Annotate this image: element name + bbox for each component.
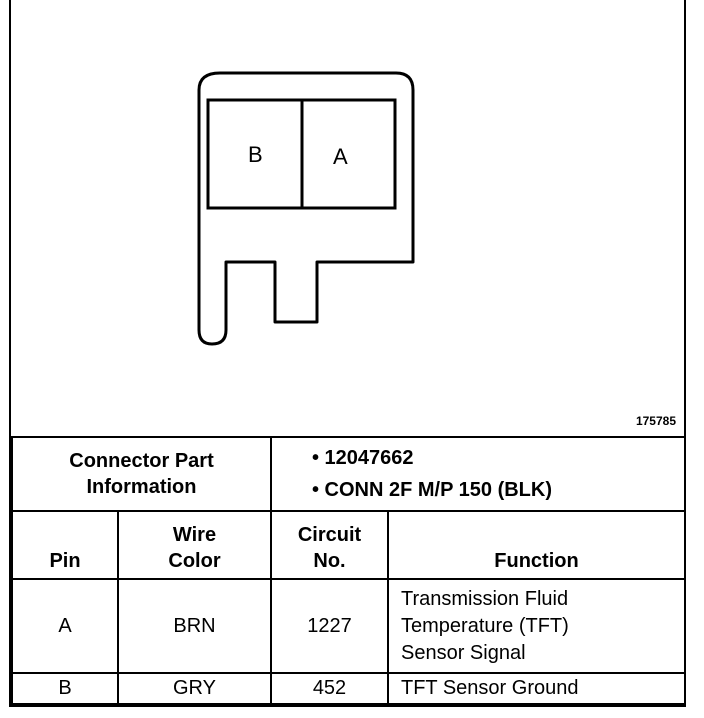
connector-part-info-line2: Information [86,476,197,498]
table-row: A BRN 1227 Transmission Fluid Temperatur… [11,578,686,674]
part-number: • 12047662 [312,447,414,469]
header-circuit-no: Circuit No. [270,510,389,580]
row-a-wire-color: BRN [117,578,272,674]
row-b-pin: B [11,672,119,705]
connector-housing-outline [197,71,415,346]
connector-part-info-line1: Connector Part [69,450,214,472]
row-a-pin: A [11,578,119,674]
connector-face-drawing [197,71,415,346]
header-wire-color: Wire Color [117,510,272,580]
connector-part-info-values: • 12047662 • CONN 2F M/P 150 (BLK) [270,436,686,512]
row-b-circuit: 452 [270,672,389,705]
header-function: Function [387,510,686,580]
connector-info-table: Connector Part Information • 12047662 • … [11,436,686,512]
row-a-function: Transmission Fluid Temperature (TFT) Sen… [387,578,686,674]
row-b-wire-color: GRY [117,672,272,705]
cavity-label-b: B [248,142,263,167]
row-b-function: TFT Sensor Ground [387,672,686,705]
row-a-circuit: 1227 [270,578,389,674]
connector-description: • CONN 2F M/P 150 (BLK) [312,479,552,501]
table-row: B GRY 452 TFT Sensor Ground [11,672,686,705]
figure-id: 175785 [635,414,676,428]
pin-table-header-row: Pin Wire Color Circuit No. Function [11,510,686,580]
pin-table: Pin Wire Color Circuit No. Function A BR… [11,510,686,705]
connector-drawing-area: B A 175785 [11,0,684,436]
connector-document: B A 175785 Connector Part Information • … [9,0,686,707]
cavity-label-a: A [333,144,348,169]
header-pin: Pin [11,510,119,580]
connector-part-info-label: Connector Part Information [11,436,272,512]
